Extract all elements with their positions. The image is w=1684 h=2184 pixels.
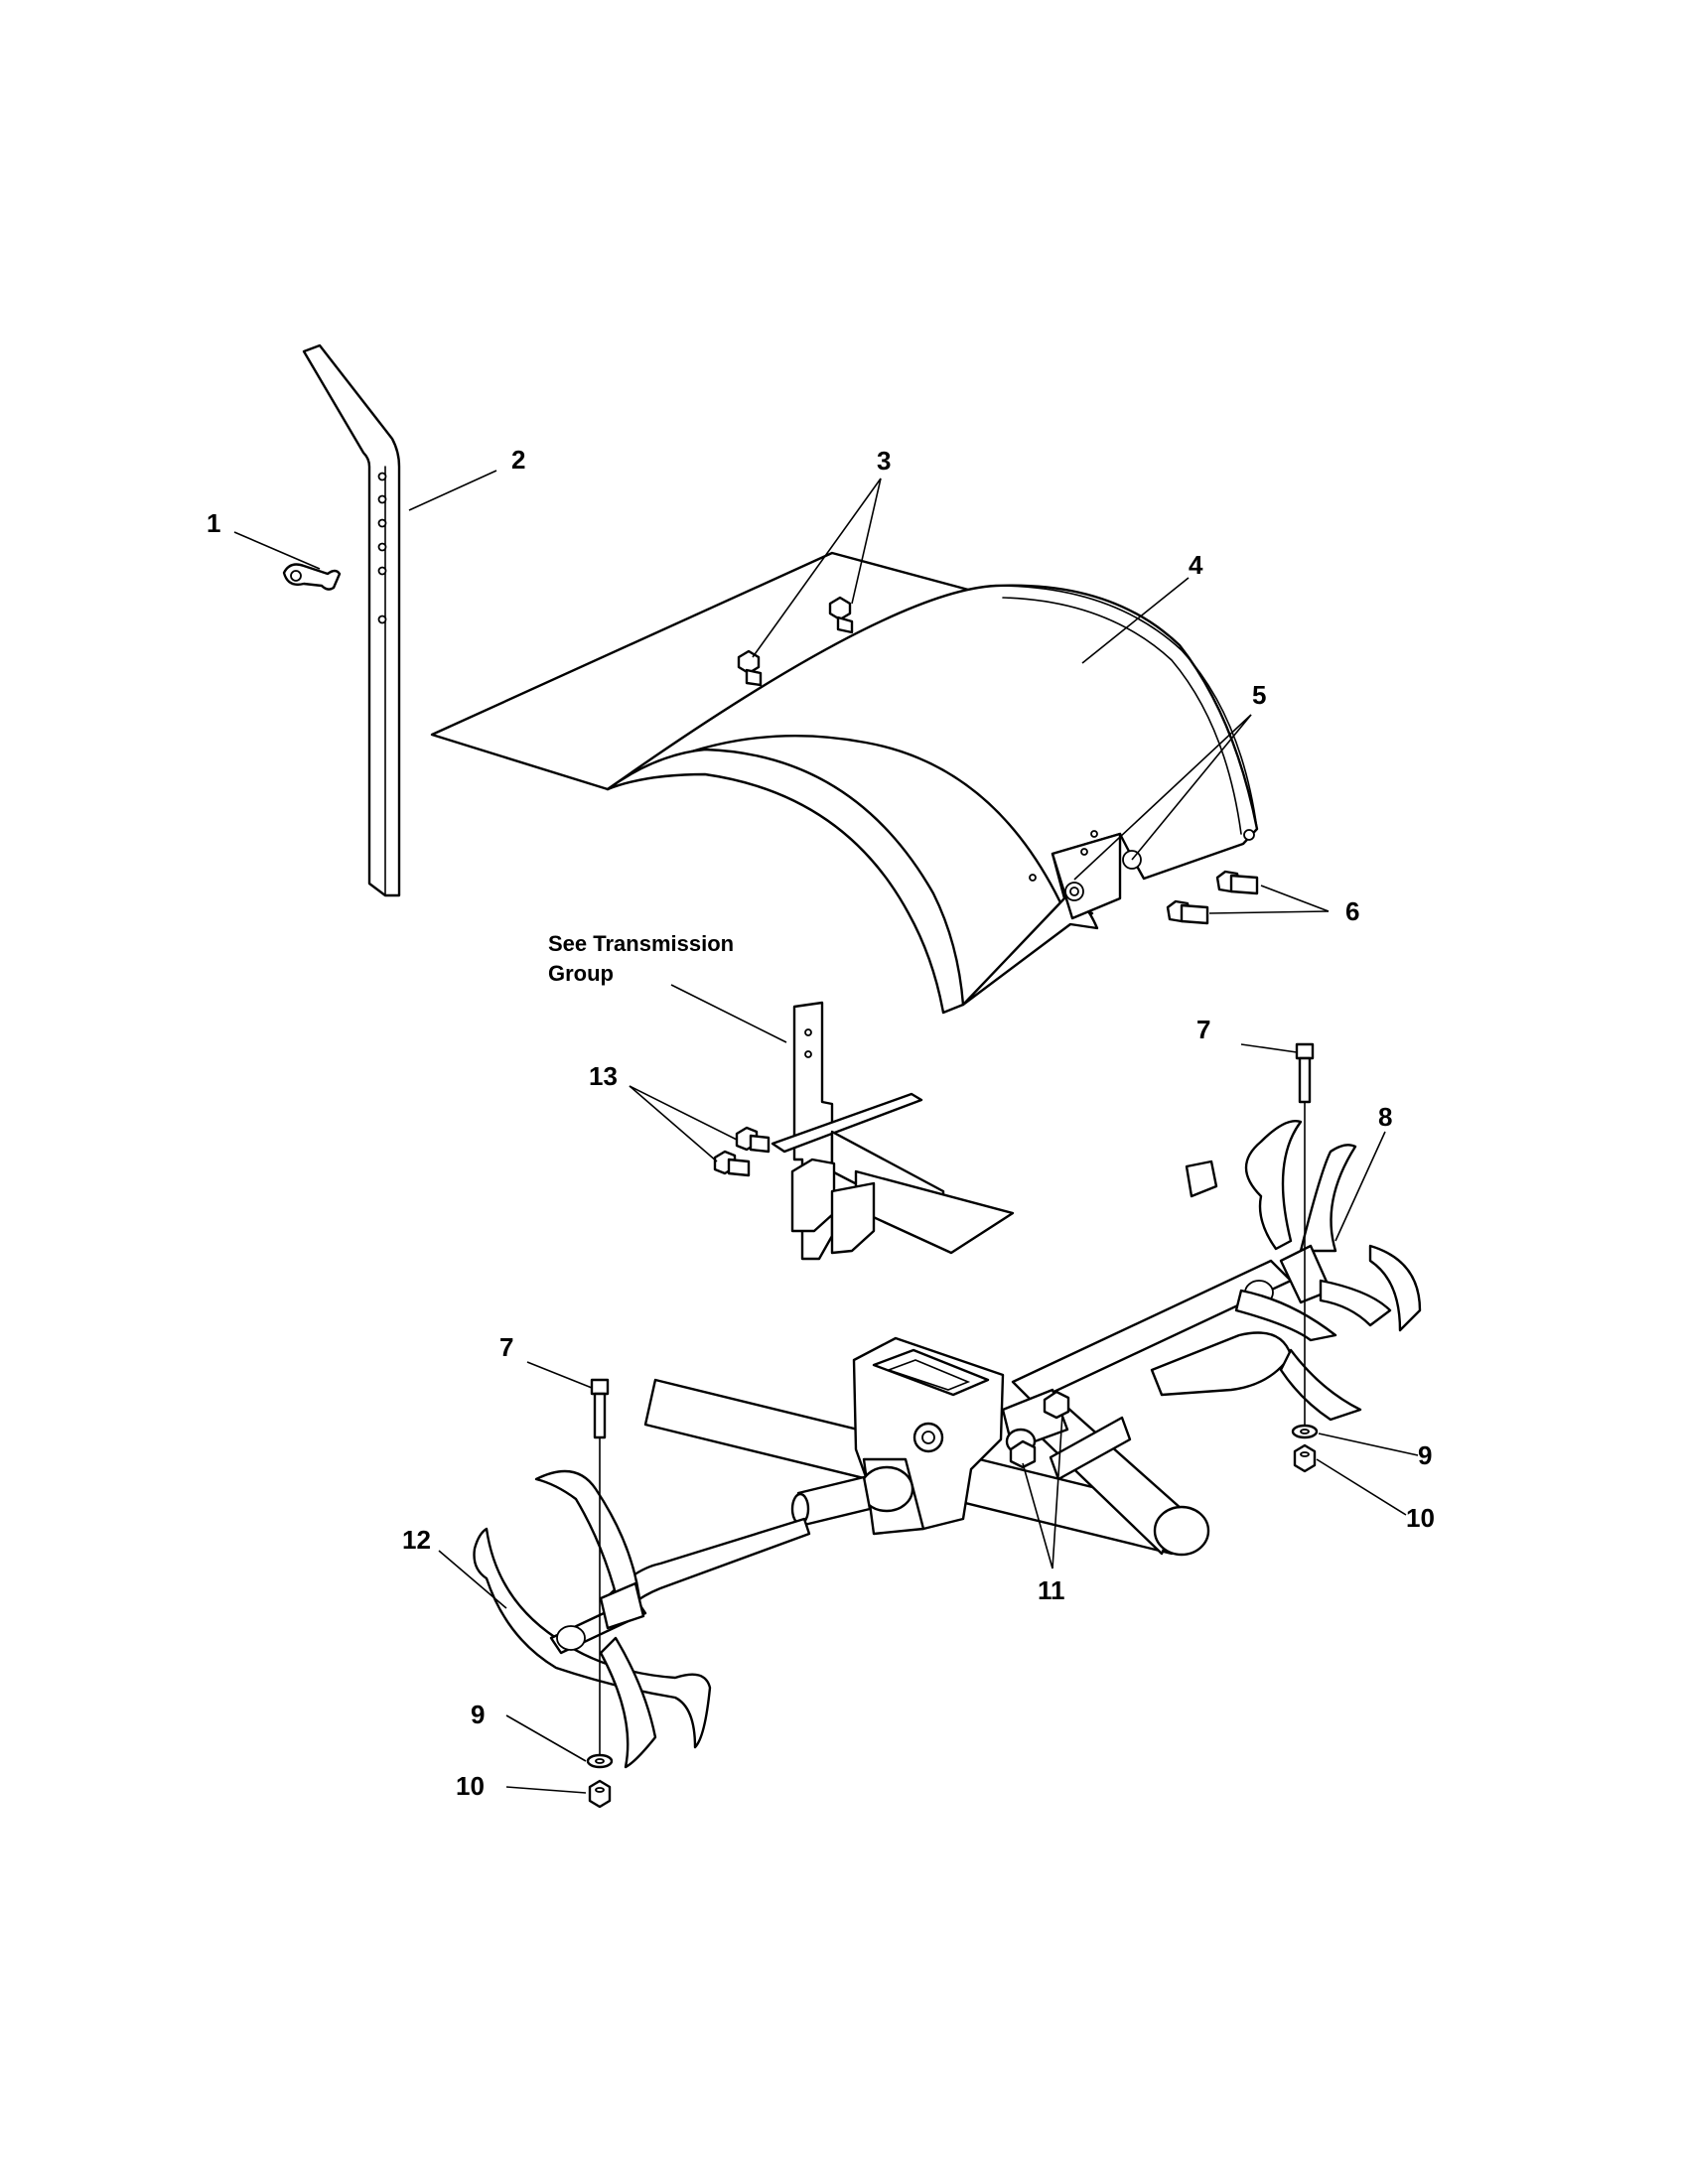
callout-10-right: 10 (1406, 1503, 1435, 1533)
transmission-housing (790, 1336, 1069, 1536)
callout-4: 4 (1189, 550, 1203, 580)
bolts-13 (713, 1126, 771, 1177)
wing-bolt (282, 563, 342, 591)
leader-lines (233, 470, 1419, 1794)
right-tine-assembly (1011, 1120, 1422, 1422)
washer-9-left (586, 1753, 614, 1769)
callout-12: 12 (402, 1525, 431, 1555)
shaft-bolts (1009, 1390, 1132, 1481)
callout-13: 13 (589, 1061, 618, 1091)
transmission-note-line2: Group (548, 961, 614, 986)
left-tine-assembly (473, 1469, 811, 1769)
washer-9-right (1291, 1424, 1319, 1439)
callout-11: 11 (1038, 1575, 1065, 1605)
callout-9-right: 9 (1418, 1440, 1432, 1470)
transmission-note-line1: See Transmission (548, 931, 734, 956)
nut-10-left (588, 1779, 612, 1809)
mounting-bracket (771, 1001, 1015, 1261)
callout-1: 1 (207, 508, 220, 538)
callout-6: 6 (1345, 896, 1359, 926)
bolt-7-right (1295, 1042, 1315, 1429)
callout-8: 8 (1378, 1102, 1392, 1132)
nut-10-right (1293, 1443, 1317, 1473)
callout-7-top: 7 (1196, 1015, 1210, 1044)
callout-10-left: 10 (456, 1771, 485, 1801)
bolt-7-left (590, 1378, 610, 1758)
depth-bar (302, 343, 401, 897)
shield-bolts (737, 596, 854, 687)
callout-3: 3 (877, 446, 891, 476)
callout-2: 2 (511, 445, 525, 475)
callout-7-left: 7 (499, 1332, 513, 1362)
callout-5: 5 (1252, 680, 1266, 710)
bolts-6 (1166, 870, 1259, 925)
callout-9-left: 9 (471, 1700, 485, 1729)
